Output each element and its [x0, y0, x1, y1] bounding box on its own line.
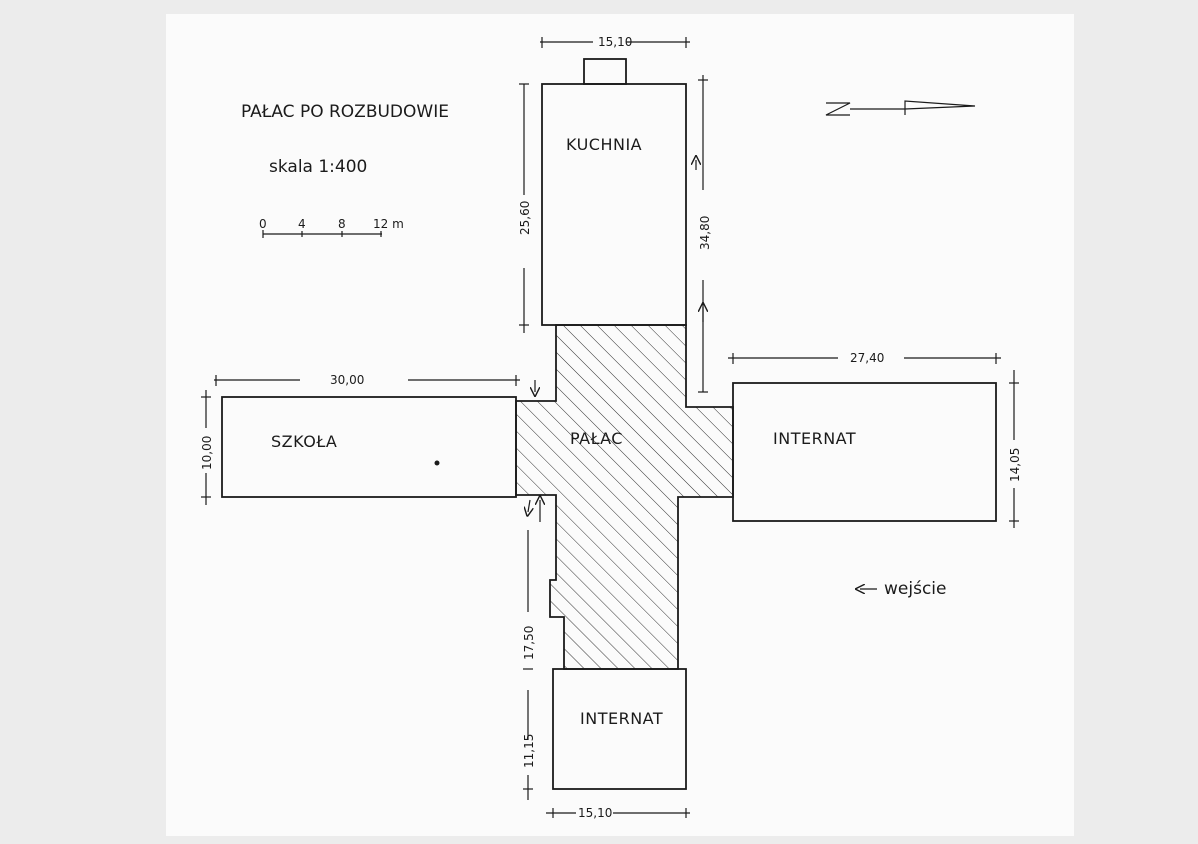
- room-label-internat-south: INTERNAT: [580, 709, 663, 728]
- dim-top-width-label: 15,10: [598, 35, 632, 49]
- scale-tick-0: 0: [259, 217, 267, 231]
- dim-kitchen-left-label: 25,60: [518, 201, 532, 235]
- dim-kitchen-left: 25,60: [518, 83, 532, 333]
- room-label-palace: PAŁAC: [570, 429, 623, 448]
- dim-bottom-width: 15,10: [546, 806, 690, 820]
- dim-kitchen-right: 34,80: [696, 75, 712, 393]
- dim-internat-south-height-label: 11,15: [522, 734, 536, 768]
- scale-label: skala 1:400: [269, 157, 367, 177]
- dim-school-width: 30,00: [214, 373, 535, 392]
- palace-core: [515, 324, 734, 670]
- room-label-kitchen: KUCHNIA: [566, 135, 642, 154]
- dim-school-height-label: 10,00: [200, 436, 214, 470]
- dim-kitchen-right-label: 34,80: [698, 216, 712, 250]
- internat-east-wing: [732, 382, 997, 522]
- dim-school-height: 10,00: [200, 390, 214, 505]
- north-arrow-icon: [825, 100, 976, 116]
- room-label-school: SZKOŁA: [271, 432, 337, 451]
- dim-internat-east-height: 14,05: [1008, 370, 1022, 528]
- scale-tick-8: 8: [338, 217, 346, 231]
- kitchen-annex: [583, 58, 627, 85]
- room-label-internat-east: INTERNAT: [773, 429, 856, 448]
- dim-internat-east-width-label: 27,40: [850, 351, 884, 365]
- kitchen-wing: [541, 83, 687, 326]
- dim-palace-south: 17,50: [522, 500, 540, 740]
- dim-school-width-label: 30,00: [330, 373, 364, 387]
- plan-title: PAŁAC PO ROZBUDOWIE: [241, 102, 449, 122]
- dim-top-width: 15,10: [540, 35, 690, 49]
- dim-bottom-width-label: 15,10: [578, 806, 612, 820]
- scale-tick-12: 12 m: [373, 217, 404, 231]
- entrance-label: wejście: [884, 579, 946, 599]
- scale-bar: 0 4 8 12 m: [259, 217, 404, 238]
- dim-internat-east-height-label: 14,05: [1008, 448, 1022, 482]
- dim-internat-east-width: 27,40: [728, 351, 1001, 365]
- ink-spot: [434, 460, 440, 466]
- scale-tick-4: 4: [298, 217, 306, 231]
- entrance-note: wejście: [860, 579, 946, 599]
- internat-south-wing: [552, 668, 687, 790]
- school-wing: [221, 396, 517, 498]
- dim-internat-south-height: 11,15: [522, 734, 536, 800]
- dim-palace-south-label: 17,50: [522, 626, 536, 660]
